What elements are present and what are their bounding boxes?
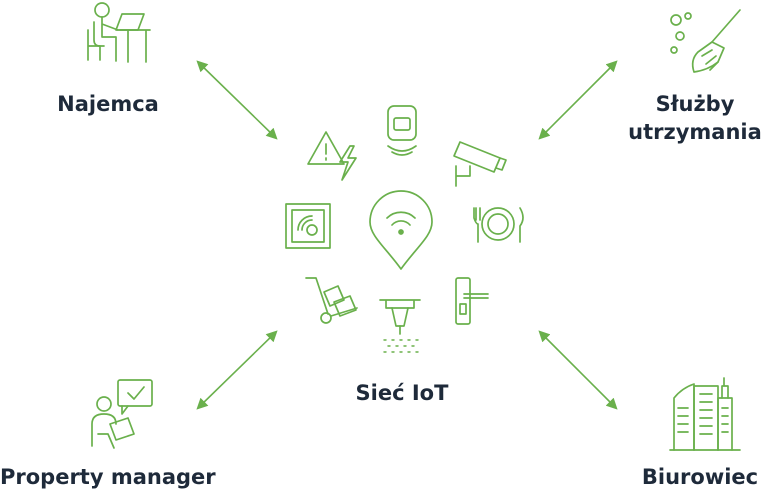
maintenance-services-label: Służby utrzymania	[628, 92, 762, 144]
security-camera-icon	[453, 141, 507, 187]
iot-network-label: Sieć IoT	[355, 381, 449, 405]
property-manager-label: Property manager	[0, 465, 216, 489]
sprinkler-icon	[379, 299, 421, 353]
tenant-label: Najemca	[57, 92, 159, 116]
thermostat-panel-icon	[285, 203, 331, 249]
desk-worker-icon	[87, 2, 151, 63]
hazard-warning-icon	[307, 131, 357, 181]
broom-cleaning-icon	[670, 9, 741, 73]
dining-plate-icon	[473, 207, 524, 243]
arrow-pm-iot	[196, 330, 278, 410]
wifi-location-pin-icon	[369, 190, 433, 270]
manager-approval-icon	[91, 379, 153, 449]
door-handle-icon	[455, 277, 489, 325]
arrow-tenant-iot	[196, 60, 278, 140]
arrow-services-iot	[538, 60, 618, 140]
office-building-label: Biurowiec	[641, 465, 759, 489]
hand-truck-icon	[305, 277, 358, 324]
arrow-office-iot	[538, 330, 618, 410]
badge-reader-icon	[387, 105, 417, 156]
office-buildings-icon	[669, 377, 741, 451]
